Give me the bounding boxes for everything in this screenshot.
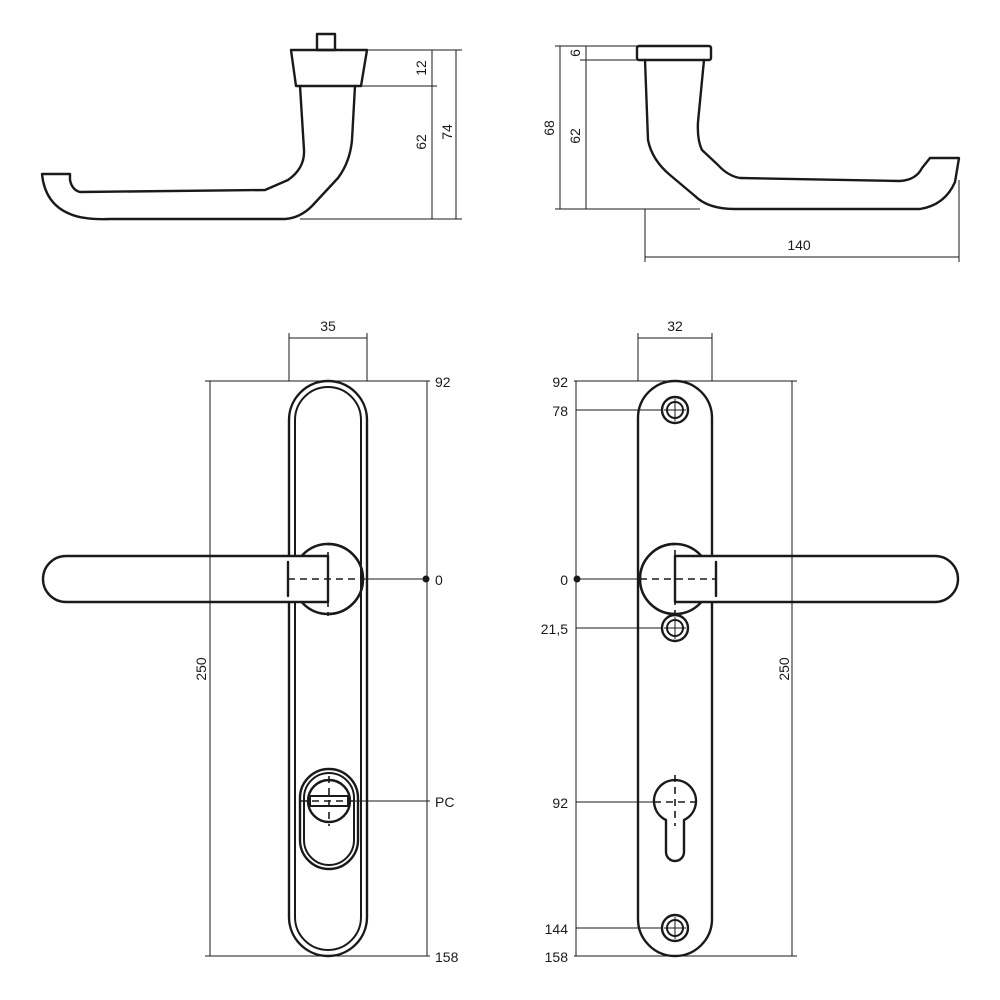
dimension-label-32: 32 — [667, 318, 683, 334]
dimension-label-62: 62 — [413, 134, 429, 150]
dimension-label-250: 250 — [193, 657, 209, 681]
backplate-outer-right — [636, 379, 714, 958]
label-top-92-right: 92 — [552, 374, 568, 390]
screw-middle — [660, 613, 690, 643]
lever-outline-right — [643, 58, 961, 211]
datum-dot — [422, 575, 430, 583]
dimension-label-12: 12 — [413, 60, 429, 76]
dimension-label-6: 6 — [567, 49, 583, 57]
rose — [635, 44, 713, 62]
lever-front-right — [673, 554, 960, 604]
dimension-label-62r: 62 — [567, 128, 583, 144]
dimension-label-140: 140 — [787, 237, 811, 253]
cylinder-cutout — [652, 778, 698, 863]
label-top-92: 92 — [435, 374, 451, 390]
label-center-0-right: 0 — [560, 572, 568, 588]
label-bottom-158: 158 — [435, 949, 459, 965]
front-view-right: 32 92 78 0 21,5 92 144 158 250 — [541, 318, 960, 965]
lever-front-left — [41, 554, 330, 604]
datum-dot-right — [573, 575, 581, 583]
dimension-label-35: 35 — [320, 318, 336, 334]
screw-bottom — [660, 913, 690, 943]
label-screw-144: 144 — [545, 921, 569, 937]
collar — [289, 48, 369, 88]
dimension-label-68: 68 — [541, 120, 557, 136]
dimension-label-250-right: 250 — [776, 657, 792, 681]
cylinder-escutcheon — [298, 767, 360, 871]
label-screw-21-5: 21,5 — [541, 621, 568, 637]
rose-arc — [326, 542, 365, 616]
label-center-0: 0 — [435, 572, 443, 588]
label-bottom-158-right: 158 — [545, 949, 569, 965]
screw-top — [660, 395, 690, 425]
side-view-left: 12 62 74 — [40, 32, 462, 221]
side-view-right: 6 62 68 140 — [541, 44, 961, 262]
dimension-label-74: 74 — [439, 124, 455, 140]
lever-outline — [40, 84, 357, 221]
label-cylinder-92: 92 — [552, 795, 568, 811]
front-view-left: 35 92 250 0 PC 158 — [41, 318, 459, 965]
backplate-inner — [294, 386, 362, 951]
label-pc: PC — [435, 794, 454, 810]
spindle-stub — [315, 32, 337, 52]
label-screw-78: 78 — [552, 403, 568, 419]
